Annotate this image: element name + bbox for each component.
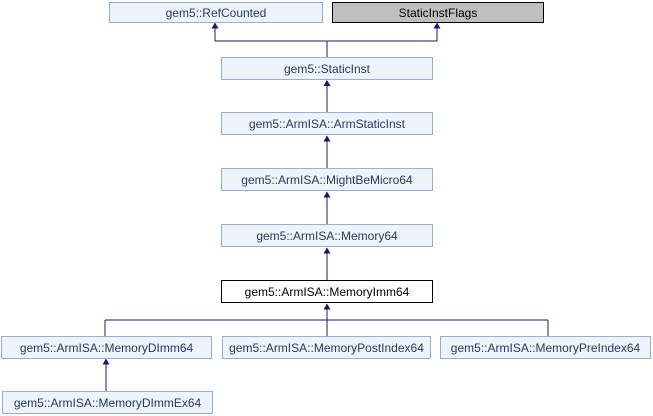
class-node-memory64[interactable]: gem5::ArmISA::Memory64 bbox=[221, 224, 433, 247]
class-node-memorydimm64[interactable]: gem5::ArmISA::MemoryDImm64 bbox=[1, 336, 212, 359]
class-node-refcounted[interactable]: gem5::RefCounted bbox=[109, 2, 323, 23]
class-node-memorypostindex64[interactable]: gem5::ArmISA::MemoryPostIndex64 bbox=[222, 336, 431, 359]
class-node-memorydimmex64[interactable]: gem5::ArmISA::MemoryDImmEx64 bbox=[2, 391, 213, 414]
class-node-memoryimm64: gem5::ArmISA::MemoryImm64 bbox=[221, 280, 433, 303]
class-node-staticinstflags: StaticInstFlags bbox=[332, 2, 544, 23]
class-node-armstaticinst[interactable]: gem5::ArmISA::ArmStaticInst bbox=[221, 112, 433, 135]
class-node-mightbemicro64[interactable]: gem5::ArmISA::MightBeMicro64 bbox=[221, 168, 433, 191]
class-node-staticinst[interactable]: gem5::StaticInst bbox=[221, 57, 433, 80]
class-node-memorypreindex64[interactable]: gem5::ArmISA::MemoryPreIndex64 bbox=[440, 336, 651, 359]
